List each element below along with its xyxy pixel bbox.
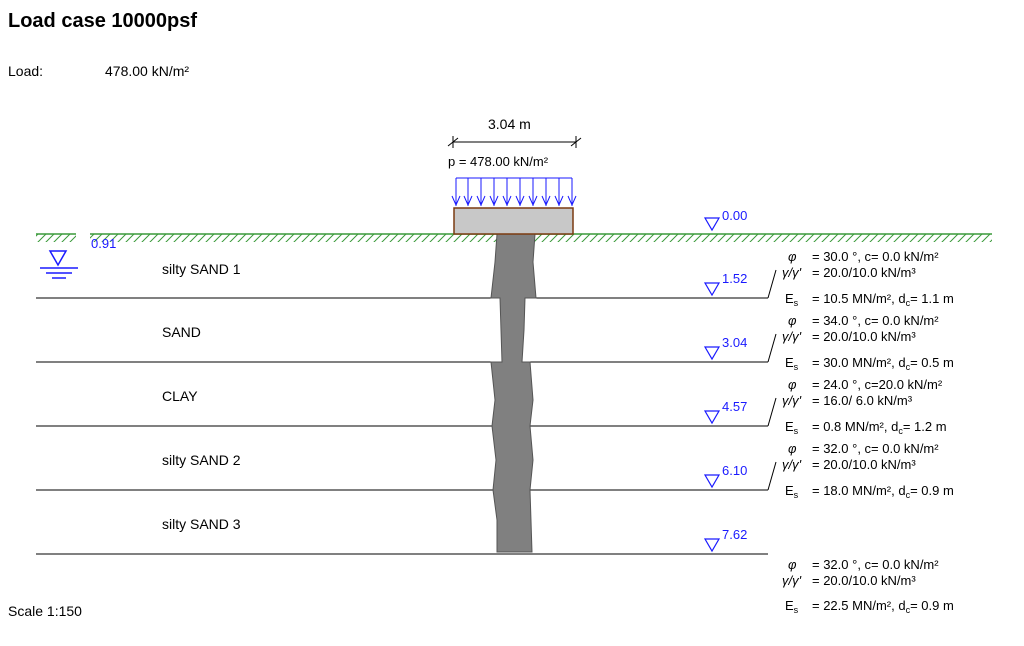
es-symbol: Es — [785, 483, 799, 500]
params-gamma-3: = 16.0/ 6.0 kN/m³ — [812, 393, 913, 408]
params-es-2: = 30.0 MN/m², dc= 0.5 m — [812, 355, 954, 372]
layer-params-1: φ = 30.0 °, c= 0.0 kN/m² γ/γ' = 20.0/10.… — [767, 249, 954, 308]
layer-name-3: CLAY — [162, 388, 198, 404]
phi-symbol: φ — [788, 313, 797, 328]
layer-name-5: silty SAND 3 — [162, 516, 241, 532]
elevation-marker-1: 1.52 — [703, 271, 747, 297]
elevation-marker-3: 4.57 — [703, 399, 747, 425]
phi-symbol: φ — [788, 249, 797, 264]
params-phi-3: = 24.0 °, c=20.0 kN/m² — [812, 377, 943, 392]
phi-symbol: φ — [788, 441, 797, 456]
elevation-marker-0: 0.00 — [703, 208, 747, 232]
gamma-symbol: γ/γ' — [782, 457, 802, 472]
layer-name-1: silty SAND 1 — [162, 261, 241, 277]
load-row: Load: 478.00 kN/m² — [8, 63, 189, 79]
scale-label: Scale 1:150 — [8, 603, 82, 619]
width-dimension — [447, 136, 582, 148]
params-es-5: = 22.5 MN/m², dc= 0.9 m — [812, 598, 954, 615]
elevation-label-3: 4.57 — [722, 399, 747, 414]
es-symbol: Es — [785, 598, 799, 615]
layer-params-2: φ = 34.0 °, c= 0.0 kN/m² γ/γ' = 20.0/10.… — [767, 313, 954, 372]
elevation-label-1: 1.52 — [722, 271, 747, 286]
layer-name-4: silty SAND 2 — [162, 452, 241, 468]
elevation-label-0: 0.00 — [722, 208, 747, 223]
elevation-label-5: 7.62 — [722, 527, 747, 542]
gamma-symbol: γ/γ' — [782, 265, 802, 280]
params-gamma-5: = 20.0/10.0 kN/m³ — [812, 573, 916, 588]
es-symbol: Es — [785, 355, 799, 372]
params-es-1: = 10.5 MN/m², dc= 1.1 m — [812, 291, 954, 308]
gamma-symbol: γ/γ' — [782, 573, 802, 588]
gamma-symbol: γ/γ' — [782, 329, 802, 344]
params-phi-1: = 30.0 °, c= 0.0 kN/m² — [812, 249, 939, 264]
layer-name-2: SAND — [162, 324, 201, 340]
params-gamma-1: = 20.0/10.0 kN/m³ — [812, 265, 916, 280]
es-symbol: Es — [785, 419, 799, 436]
elevation-label-2: 3.04 — [722, 335, 747, 350]
elevation-marker-2: 3.04 — [703, 335, 747, 361]
groundwater-level-label: 0.91 — [91, 236, 116, 251]
gamma-symbol: γ/γ' — [782, 393, 802, 408]
params-gamma-2: = 20.0/10.0 kN/m³ — [812, 329, 916, 344]
load-arrows — [451, 177, 577, 207]
footing-block — [453, 207, 574, 235]
layer-params-4: φ = 32.0 °, c= 0.0 kN/m² γ/γ' = 20.0/10.… — [767, 441, 954, 500]
elevation-label-4: 6.10 — [722, 463, 747, 478]
groundwater-icon — [40, 250, 78, 279]
layer-params-5: φ = 32.0 °, c= 0.0 kN/m² γ/γ' = 20.0/10.… — [782, 557, 954, 615]
phi-symbol: φ — [788, 557, 797, 572]
elevation-marker-5: 7.62 — [703, 527, 747, 553]
params-phi-5: = 32.0 °, c= 0.0 kN/m² — [812, 557, 939, 572]
page-title: Load case 10000psf — [8, 10, 197, 32]
params-gamma-4: = 20.0/10.0 kN/m³ — [812, 457, 916, 472]
width-label: 3.04 m — [488, 116, 531, 132]
phi-symbol: φ — [788, 377, 797, 392]
load-label: Load: — [8, 63, 44, 79]
layer-params-3: φ = 24.0 °, c=20.0 kN/m² γ/γ' = 16.0/ 6.… — [767, 377, 947, 436]
pile-column — [490, 233, 537, 553]
es-symbol: Es — [785, 291, 799, 308]
params-phi-4: = 32.0 °, c= 0.0 kN/m² — [812, 441, 939, 456]
load-value: 478.00 kN/m² — [105, 63, 190, 79]
elevation-marker-4: 6.10 — [703, 463, 747, 489]
params-es-3: = 0.8 MN/m², dc= 1.2 m — [812, 419, 947, 436]
params-es-4: = 18.0 MN/m², dc= 0.9 m — [812, 483, 954, 500]
params-phi-2: = 34.0 °, c= 0.0 kN/m² — [812, 313, 939, 328]
pressure-label: p = 478.00 kN/m² — [448, 154, 549, 169]
